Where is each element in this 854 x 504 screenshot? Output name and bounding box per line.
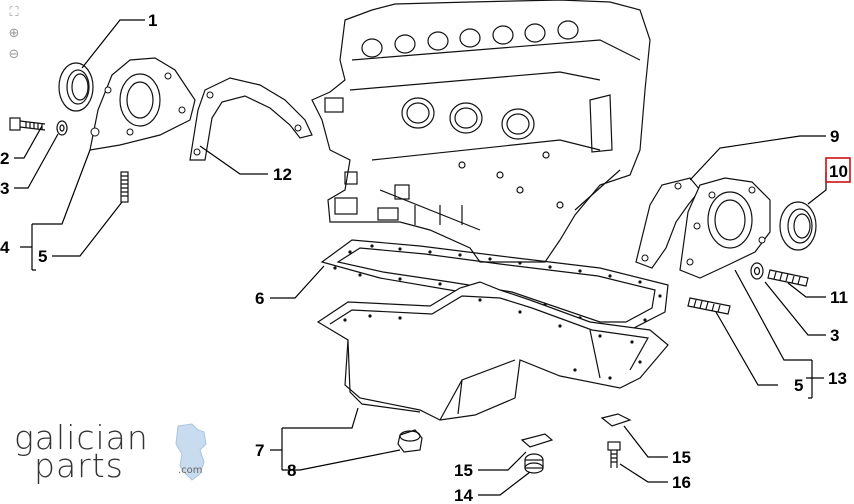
callout-1[interactable]: 1 — [148, 11, 157, 30]
callout-5[interactable]: 5 — [38, 247, 47, 266]
part-8-oil-pan — [316, 281, 669, 421]
leader-lines — [14, 19, 827, 496]
callout-16[interactable]: 16 — [672, 473, 691, 492]
fullscreen-icon[interactable]: ⛶ — [9, 5, 19, 20]
logo-text-parts: parts — [34, 446, 124, 485]
callout-14[interactable]: 14 — [454, 486, 473, 504]
engine-block — [311, 0, 651, 263]
part-10-rear-seal — [779, 201, 817, 251]
map-logo-icon — [175, 423, 207, 481]
part-3-washer-right — [750, 262, 764, 280]
logo-text-tld: .com — [178, 465, 203, 476]
part-15-washer-right — [600, 413, 632, 427]
zoom-in-icon[interactable]: ⊕ — [8, 26, 20, 41]
part-5-stud-right — [687, 297, 731, 315]
part-3-washer — [56, 120, 68, 136]
callout-13[interactable]: 13 — [828, 369, 847, 388]
callout-2[interactable]: 2 — [0, 149, 9, 168]
callout-9[interactable]: 9 — [830, 127, 839, 146]
callout-10-highlight — [825, 157, 851, 183]
front-seal-housing — [89, 57, 196, 151]
callout-10[interactable]: 10 — [829, 162, 848, 181]
part-16-bolt — [607, 441, 621, 468]
callout-6[interactable]: 6 — [255, 289, 264, 308]
callout-5-right[interactable]: 5 — [794, 376, 803, 395]
galicianparts-logo[interactable]: galician parts .com — [14, 418, 214, 488]
callout-15-right[interactable]: 15 — [672, 448, 691, 467]
callout-3-right[interactable]: 3 — [830, 326, 839, 345]
part-15-washer-left — [520, 433, 554, 448]
part-11-stud — [767, 269, 809, 287]
callout-3[interactable]: 3 — [0, 179, 9, 198]
part-12-gasket — [189, 77, 313, 161]
part-2-bolt — [9, 117, 46, 131]
viewer-toolbar: ⛶ ⊕ ⊖ — [5, 4, 25, 67]
part-13-rear-housing — [679, 177, 771, 279]
part-7-plug — [397, 429, 423, 453]
callout-12[interactable]: 12 — [273, 165, 292, 184]
part-14-plug — [524, 453, 544, 474]
callouts: 1 2 3 4 5 12 6 9 10 11 3 5 13 7 8 15 14 … — [0, 11, 851, 504]
logo-text-galician: galician — [14, 418, 149, 457]
callout-4[interactable]: 4 — [0, 238, 10, 257]
callout-8[interactable]: 8 — [287, 461, 296, 480]
part-5-stud — [120, 171, 129, 203]
callout-11[interactable]: 11 — [830, 288, 848, 307]
zoom-out-icon[interactable]: ⊖ — [8, 47, 20, 62]
part-1-seal — [58, 62, 94, 112]
callout-7[interactable]: 7 — [255, 441, 264, 460]
callout-15[interactable]: 15 — [454, 461, 473, 480]
